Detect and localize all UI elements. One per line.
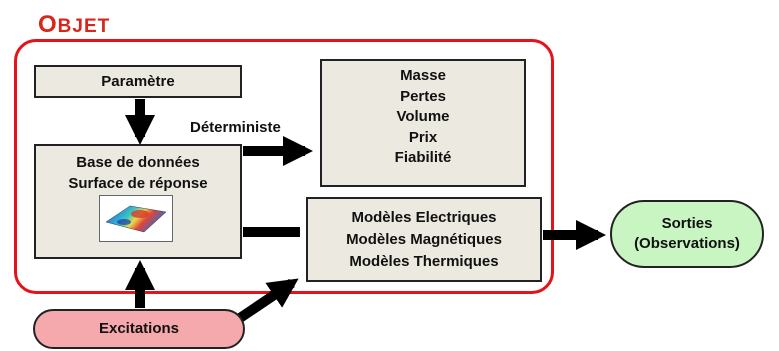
title-rest: BJET xyxy=(57,16,111,37)
database-line1: Base de données xyxy=(76,154,200,171)
outputs-box: Masse Pertes Volume Prix Fiabilité xyxy=(320,59,526,187)
arrow-exc-to-models xyxy=(237,278,299,323)
excitations-ellipse: Excitations xyxy=(33,309,245,349)
deterministe-label: Déterministe xyxy=(190,119,281,136)
parametre-box: Paramètre xyxy=(34,65,242,98)
model-magnetiques: Modèles Magnétiques xyxy=(346,231,502,248)
objet-title: OBJET xyxy=(38,11,110,39)
models-box: Modèles Electriques Modèles Magnétiques … xyxy=(306,197,542,282)
model-thermiques: Modèles Thermiques xyxy=(349,253,499,270)
sorties-ellipse: Sorties (Observations) xyxy=(610,200,764,268)
response-surface-image xyxy=(99,195,173,242)
output-prix: Prix xyxy=(408,128,438,146)
sorties-line2: (Observations) xyxy=(634,235,740,252)
sorties-line1: Sorties xyxy=(661,215,713,232)
model-electriques: Modèles Electriques xyxy=(351,209,497,226)
title-first-letter: O xyxy=(38,11,58,38)
database-line2: Surface de réponse xyxy=(68,175,208,192)
output-masse: Masse xyxy=(400,67,446,84)
output-volume: Volume xyxy=(396,108,450,125)
response-surface-graphic xyxy=(105,205,167,233)
output-pertes: Pertes xyxy=(400,87,446,105)
output-fiabilite: Fiabilité xyxy=(394,149,452,166)
